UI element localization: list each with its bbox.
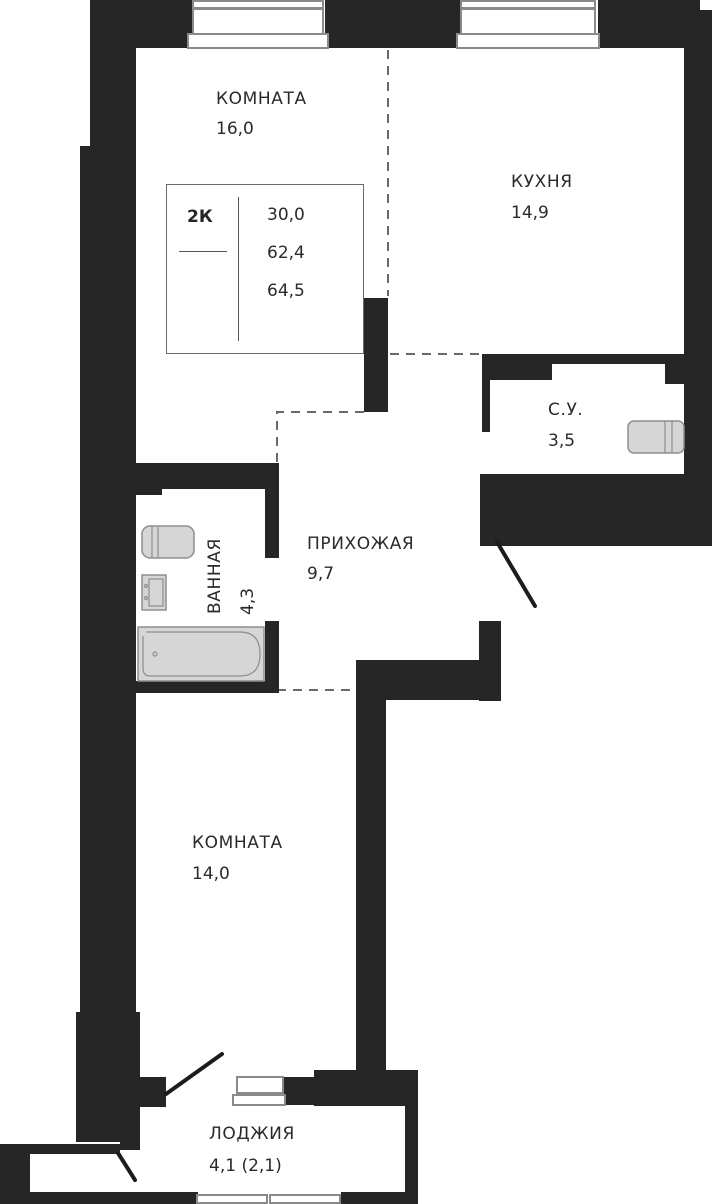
- bathtub-icon: [137, 626, 265, 682]
- loggia-name: ЛОДЖИЯ: [209, 1124, 295, 1144]
- apartment-summary-box: 2К 30,0 62,4 64,5: [166, 184, 364, 354]
- bathroom-toilet-icon: [141, 525, 195, 559]
- summary-divider-vertical: [238, 197, 239, 341]
- loggia-side-door: [116, 1151, 137, 1182]
- apartment-type: 2К: [187, 207, 213, 227]
- hallway-area: 9,7: [307, 564, 335, 584]
- balcony-door: [164, 1052, 224, 1096]
- total-area-value: 62,4: [267, 243, 305, 263]
- boundary-hall-room1: [276, 411, 364, 462]
- hallway-name: ПРИХОЖАЯ: [307, 534, 415, 554]
- total-area-with-loggia-value: 64,5: [267, 281, 305, 301]
- room1-area: 16,0: [216, 119, 254, 139]
- summary-divider-horizontal: [179, 251, 227, 252]
- bathroom-walls: [136, 463, 279, 693]
- bathroom-name: ВАННАЯ: [205, 538, 225, 614]
- wc-walls: [480, 354, 712, 546]
- loggia-window: [196, 1194, 341, 1204]
- living-area-value: 30,0: [267, 205, 305, 225]
- kitchen-name: КУХНЯ: [511, 172, 573, 192]
- exterior-walls: [76, 0, 712, 1142]
- partition-pillar: [364, 298, 388, 412]
- room1-name: КОМНАТА: [216, 89, 307, 109]
- wc-area: 3,5: [548, 431, 576, 451]
- loggia-radiator: [232, 1076, 286, 1106]
- entrance-door: [495, 540, 537, 608]
- bathroom-area: 4,3: [238, 587, 258, 615]
- room2-area: 14,0: [192, 864, 230, 884]
- window-top-left: [187, 0, 329, 49]
- window-top-right: [456, 0, 600, 49]
- room2-name: КОМНАТА: [192, 833, 283, 853]
- loggia-area: 4,1 (2,1): [209, 1156, 282, 1176]
- toilet-icon: [627, 420, 685, 454]
- sink-icon: [141, 574, 167, 611]
- loggia-walls: [0, 1070, 418, 1204]
- kitchen-area: 14,9: [511, 203, 549, 223]
- wc-name: С.У.: [548, 400, 584, 420]
